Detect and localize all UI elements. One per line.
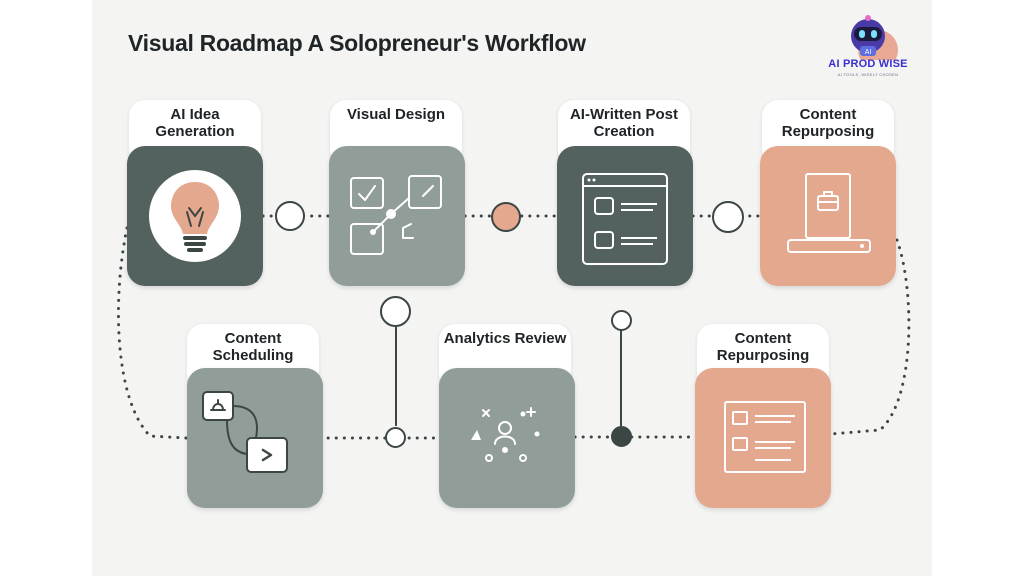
connector-right-loop [829, 238, 911, 436]
node-top-2 [491, 202, 521, 232]
document-list-icon [724, 401, 806, 473]
device-icon [787, 173, 871, 253]
node-bottom-1 [385, 427, 406, 448]
node-bottom-2 [611, 426, 632, 447]
step-tile-post-creation [557, 146, 693, 286]
step-tile-scheduling [187, 368, 323, 508]
node-top-1 [275, 201, 305, 231]
node-top-3 [712, 201, 744, 233]
lightbulb-icon [149, 170, 241, 262]
logo-tagline: AI TOOLS, WISELY CHOSEN [837, 72, 899, 77]
design-frames-icon [350, 175, 442, 255]
step-tile-idea-generation [127, 146, 263, 286]
step-tile-repurposing-top [760, 146, 896, 286]
step-tile-analytics [439, 368, 575, 508]
logo: AI AI PROD WISE AI TOOLS, WISELY CHOSEN [818, 12, 918, 80]
node-mid-2 [611, 310, 632, 331]
analytics-icon [471, 407, 540, 462]
step-tile-repurposing-bottom [695, 368, 831, 508]
step-tile-visual-design [329, 146, 465, 286]
schedule-flow-icon [202, 391, 288, 473]
robot-mascot-icon: AI [851, 15, 898, 70]
logo-brand-text: AI PROD WISE [828, 58, 908, 70]
browser-window-icon [582, 173, 668, 265]
page-title: Visual Roadmap A Solopreneur's Workflow [128, 30, 586, 56]
logo-badge-text: AI [865, 49, 872, 56]
node-mid-1 [380, 296, 411, 327]
